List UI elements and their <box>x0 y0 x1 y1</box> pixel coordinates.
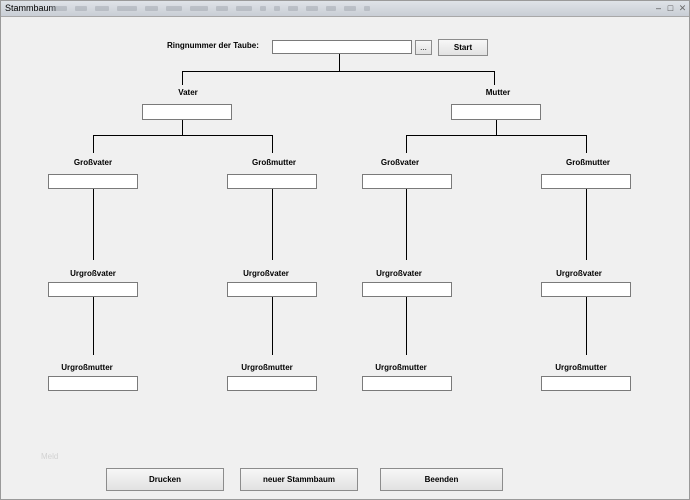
tree-connector <box>272 135 273 153</box>
paternal-grandmother-label: Großmutter <box>252 158 296 167</box>
great-grandfather-label: Urgroßvater <box>70 269 116 278</box>
paternal-grandmother-field[interactable] <box>227 174 317 189</box>
great-grandmother-field[interactable] <box>48 376 138 391</box>
tree-connector <box>339 54 340 72</box>
great-grandfather-field[interactable] <box>541 282 631 297</box>
maternal-grandfather-field[interactable] <box>362 174 452 189</box>
tree-connector <box>93 135 94 153</box>
great-grandfather-field[interactable] <box>227 282 317 297</box>
tree-connector <box>586 135 587 153</box>
background-toolbar <box>51 4 370 13</box>
browse-button[interactable]: ... <box>415 40 432 55</box>
tree-connector <box>406 135 407 153</box>
father-field[interactable] <box>142 104 232 120</box>
title-bar: Stammbaum – □ ✕ <box>1 1 689 17</box>
great-grandfather-label: Urgroßvater <box>243 269 289 278</box>
maternal-grandfather-label: Großvater <box>380 158 420 167</box>
close-button[interactable]: ✕ <box>678 3 687 13</box>
tree-connector <box>586 189 587 260</box>
great-grandmother-field[interactable] <box>541 376 631 391</box>
tree-connector <box>182 71 183 85</box>
tree-connector <box>494 71 495 85</box>
mother-label: Mutter <box>485 88 511 97</box>
great-grandfather-label: Urgroßvater <box>376 269 422 278</box>
tree-connector <box>272 189 273 260</box>
tree-connector <box>406 297 407 355</box>
tree-connector <box>406 135 587 136</box>
great-grandmother-label: Urgroßmutter <box>555 363 607 372</box>
tree-connector <box>182 71 495 72</box>
maternal-grandmother-label: Großmutter <box>566 158 610 167</box>
tree-connector <box>93 189 94 260</box>
print-button[interactable]: Drucken <box>106 468 224 491</box>
paternal-grandfather-field[interactable] <box>48 174 138 189</box>
exit-button[interactable]: Beenden <box>380 468 503 491</box>
maternal-grandmother-field[interactable] <box>541 174 631 189</box>
tree-connector <box>496 120 497 136</box>
mother-field[interactable] <box>451 104 541 120</box>
minimize-button[interactable]: – <box>655 3 661 13</box>
window-title: Stammbaum <box>5 3 57 13</box>
tree-connector <box>93 297 94 355</box>
great-grandmother-label: Urgroßmutter <box>61 363 113 372</box>
tree-connector <box>406 189 407 260</box>
great-grandfather-field[interactable] <box>362 282 452 297</box>
tree-connector <box>272 297 273 355</box>
new-tree-button[interactable]: neuer Stammbaum <box>240 468 358 491</box>
ring-number-label: Ringnummer der Taube: <box>167 41 259 50</box>
father-label: Vater <box>178 88 198 97</box>
status-text: Meld <box>41 452 59 461</box>
great-grandmother-label: Urgroßmutter <box>375 363 427 372</box>
paternal-grandfather-label: Großvater <box>73 158 113 167</box>
maximize-button[interactable]: □ <box>667 3 674 13</box>
tree-connector <box>93 135 273 136</box>
great-grandmother-label: Urgroßmutter <box>241 363 293 372</box>
great-grandfather-field[interactable] <box>48 282 138 297</box>
tree-connector <box>182 120 183 136</box>
start-button[interactable]: Start <box>438 39 488 56</box>
tree-connector <box>586 297 587 355</box>
great-grandmother-field[interactable] <box>227 376 317 391</box>
ring-number-input[interactable] <box>272 40 412 54</box>
great-grandmother-field[interactable] <box>362 376 452 391</box>
great-grandfather-label: Urgroßvater <box>556 269 602 278</box>
